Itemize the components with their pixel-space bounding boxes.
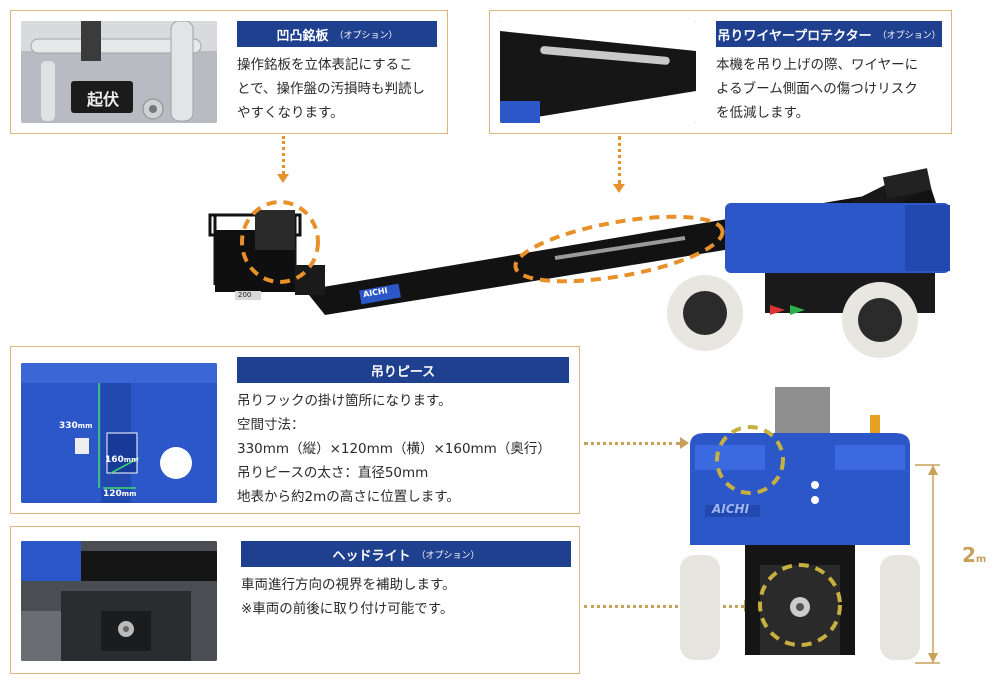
wire-protector-description: 本機を吊り上げの際、ワイヤーに よるブーム側面への傷つけリスク を低減します。	[716, 53, 918, 125]
piece-connector	[584, 442, 680, 445]
emboss-plate-text: 起伏	[86, 90, 119, 109]
wire-protector-panel: 吊りワイヤープロテクター （オプション） 本機を吊り上げの際、ワイヤーに よるブ…	[489, 10, 952, 134]
rear-wheel-left	[680, 555, 720, 660]
emboss-connector	[282, 136, 285, 174]
lifting-piece-title-bar: 吊りピース	[237, 357, 569, 383]
rear-wheel-right	[880, 555, 920, 660]
piece-arrow-icon	[680, 437, 689, 449]
boom-brand-plate	[359, 283, 401, 305]
emboss-title: 凹凸銘板	[276, 28, 329, 44]
dim-160-label: 160mm	[105, 455, 139, 465]
headlight-connector	[584, 605, 744, 608]
brand-rear-text: AICHI	[712, 502, 750, 516]
emboss-description: 操作銘板を立体表記にするこ とで、操作盤の汚損時も判読し やすくなります。	[237, 53, 425, 125]
wire-connector	[618, 136, 621, 184]
platform-label: 200	[238, 291, 252, 299]
wire-arrow-icon	[613, 184, 625, 193]
headlight-description: 車両進行方向の視界を補助します。 ※車両の前後に取り付け可能です。	[241, 573, 456, 621]
piece-desc-line: 330mm（縦）×120mm（横）×160mm（奥行）	[237, 441, 551, 457]
headlight-option-label: （オプション）	[416, 550, 480, 561]
wire-desc-line: を低減します。	[716, 105, 810, 121]
height-label: 2m	[962, 543, 986, 567]
beacon-light	[870, 415, 880, 433]
wire-desc-line: よるブーム側面への傷つけリスク	[716, 81, 918, 97]
wire-protector-option-label: （オプション）	[877, 30, 941, 41]
boom-lift-illustration	[208, 168, 950, 358]
lifting-piece-title: 吊りピース	[370, 364, 436, 380]
emboss-desc-line: とで、操作盤の汚損時も判読し	[237, 81, 426, 97]
dim-330-label: 330mm	[59, 421, 93, 431]
lifting-piece-photo: 330mm 160mm 120mm	[21, 363, 217, 503]
headlight-photo	[21, 541, 217, 661]
headlight-illustration	[21, 541, 217, 661]
height-value: 2	[962, 543, 976, 567]
control-panel-illustration	[21, 21, 217, 123]
platform-plate	[235, 291, 261, 300]
emboss-photo: 起伏	[21, 21, 217, 123]
lifting-piece-description: 吊りフックの掛け箇所になります。 空間寸法： 330mm（縦）×120mm（横）…	[237, 389, 551, 509]
protector-strip	[554, 236, 686, 260]
emboss-title-bar: 凹凸銘板 （オプション）	[237, 21, 437, 47]
emboss-option-label: （オプション）	[334, 30, 398, 41]
rear-control-box	[775, 387, 830, 437]
headlight-title: ヘッドライト	[332, 548, 411, 564]
wire-protector-title: 吊りワイヤープロテクター	[717, 28, 872, 44]
boom-side-illustration	[500, 21, 696, 123]
emboss-desc-line: やすくなります。	[237, 105, 344, 121]
lifting-piece-panel: 330mm 160mm 120mm 吊りピース 吊りフックの掛け箇所になります。…	[10, 346, 580, 514]
wire-protector-title-bar: 吊りワイヤープロテクター （オプション）	[716, 21, 942, 47]
piece-highlight	[715, 425, 785, 495]
lifting-piece-illustration	[21, 363, 217, 503]
headlight-highlight	[758, 563, 842, 647]
headlight-desc-line: ※車両の前後に取り付け可能です。	[241, 601, 454, 617]
headlight-desc-line: 車両進行方向の視界を補助します。	[241, 577, 456, 593]
headlight-panel: ヘッドライト （オプション） 車両進行方向の視界を補助します。 ※車両の前後に取…	[10, 526, 580, 674]
wire-protector-photo	[500, 21, 696, 123]
control-box	[255, 210, 295, 250]
machine-body	[725, 203, 950, 273]
emboss-desc-line: 操作銘板を立体表記にするこ	[237, 57, 413, 73]
piece-desc-line: 吊りピースの太さ：直径50mm	[237, 465, 429, 481]
emboss-arrow-icon	[277, 174, 289, 183]
wire-highlight	[513, 214, 725, 284]
piece-desc-line: 吊りフックの掛け箇所になります。	[237, 393, 452, 409]
emboss-panel: 起伏 凹凸銘板 （オプション） 操作銘板を立体表記にするこ とで、操作盤の汚損時…	[10, 10, 448, 134]
height-unit: m	[975, 554, 987, 565]
wire-desc-line: 本機を吊り上げの際、ワイヤーに	[716, 57, 919, 73]
dim-120-label: 120mm	[103, 489, 137, 499]
headlight-title-bar: ヘッドライト （オプション）	[241, 541, 571, 567]
piece-desc-line: 空間寸法：	[237, 417, 305, 433]
rear-view-illustration	[680, 387, 940, 664]
piece-desc-line: 地表から約2mの高さに位置します。	[237, 489, 460, 505]
emboss-highlight	[240, 200, 320, 284]
